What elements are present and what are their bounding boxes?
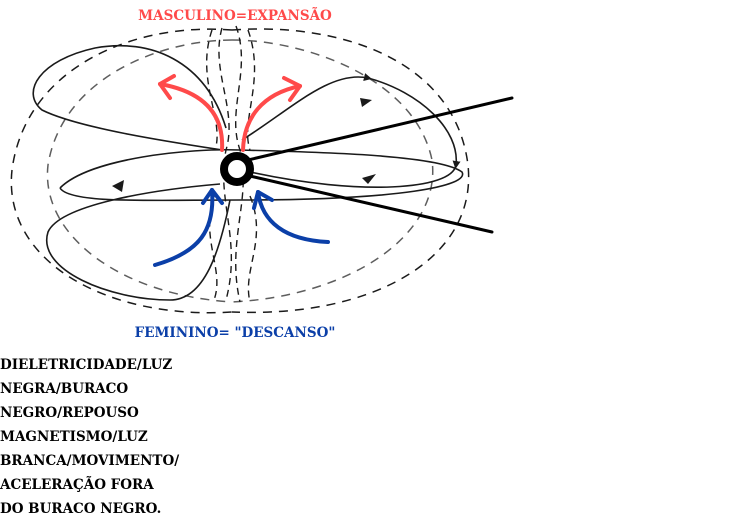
pointer-to-magnetism-label: [248, 174, 494, 234]
torus-diagram: MASCULINO=EXPANSÃO FEMININO= "DESCANSO" …: [0, 8, 514, 517]
equator-ellipse: [59, 148, 464, 202]
loop-upper-right: [241, 73, 461, 188]
magnetism-label-line: BRANCA/MOVIMENTO/: [0, 453, 180, 469]
dielectric-label-line: NEGRA/BURACO: [0, 381, 129, 397]
blue-arrow-right: [256, 190, 330, 244]
field-loops: [32, 44, 464, 301]
torus-drawing: [10, 25, 514, 314]
pointer-lines: [246, 96, 514, 234]
feminine-label: FEMININO= "DESCANSO": [134, 325, 336, 341]
masculine-arrows: [158, 74, 302, 152]
red-arrow-left-head: [158, 74, 176, 100]
outer-field-boundary: [10, 28, 470, 314]
dielectric-label: DIELETRICIDADE/LUZ NEGRA/BURACO NEGRO/RE…: [0, 353, 741, 425]
blue-arrow-right-head: [252, 190, 274, 210]
red-arrow-right: [241, 84, 302, 152]
magnetism-label-line: MAGNETISMO/LUZ: [0, 429, 148, 445]
magnetism-label: MAGNETISMO/LUZ BRANCA/MOVIMENTO/ ACELERA…: [0, 425, 741, 521]
black-hole-ring: [220, 152, 254, 186]
red-arrow-right-head: [282, 76, 302, 102]
arrowhead-top: [360, 98, 372, 107]
magnetism-label-line: DO BURACO NEGRO.: [0, 501, 162, 517]
magnetism-label-line: ACELERAÇÃO FORA: [0, 477, 154, 493]
feminine-arrows: [153, 188, 330, 267]
masculine-label: MASCULINO=EXPANSÃO: [138, 8, 332, 24]
dielectric-label-line: DIELETRICIDADE/LUZ: [0, 357, 173, 373]
dielectric-label-line: NEGRO/REPOUSO: [0, 405, 139, 421]
red-arrow-left: [158, 82, 225, 152]
blue-arrow-left-head: [201, 188, 224, 205]
pointer-to-dielectric-label: [246, 96, 514, 162]
arrowhead-right: [362, 174, 376, 184]
loop-direction-arrows: [112, 98, 376, 192]
blue-arrow-left: [153, 188, 215, 267]
loop-upper-left: [32, 44, 227, 151]
arrowhead-left: [112, 180, 124, 192]
